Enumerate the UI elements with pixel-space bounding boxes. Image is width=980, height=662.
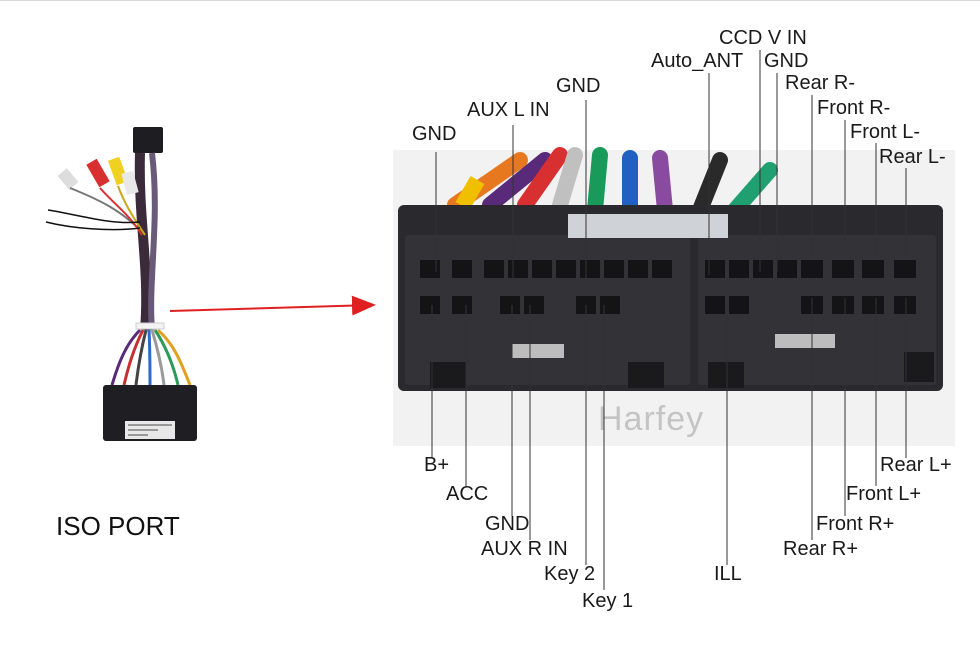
pin-label-front-r-plus: Front R+	[816, 513, 895, 535]
harness-photo-left	[45, 127, 197, 441]
pin-label-rear-r-minus: Rear R-	[785, 72, 856, 94]
pin-label-aux-l-in: AUX L IN	[467, 99, 550, 121]
pin-label-front-r-minus: Front R-	[817, 97, 891, 119]
pin-label-rear-r-plus: Rear R+	[783, 538, 859, 560]
pin-label-aux-r-in: AUX R IN	[481, 538, 568, 560]
pin-label-rear-l-minus: Rear L-	[879, 146, 946, 168]
pin-label-key-1: Key 1	[582, 590, 634, 612]
pin-label-auto-ant: Auto_ANT	[651, 50, 744, 72]
pin-label-front-l-plus: Front L+	[846, 483, 922, 505]
pin-label-front-l-minus: Front L-	[850, 121, 921, 143]
pin-label-gnd-3: GND	[764, 50, 809, 72]
iso-port-label: ISO PORT	[56, 511, 180, 541]
leader-lines-top	[435, 50, 907, 285]
leader-lines-bottom	[431, 298, 907, 590]
pin-label-key-2: Key 2	[544, 563, 596, 585]
top-divider	[0, 0, 980, 1]
pin-label-gnd-2: GND	[556, 75, 601, 97]
pin-label-rear-l-plus: Rear L+	[880, 454, 952, 476]
pin-label-ccd-v-in: CCD V IN	[719, 27, 807, 49]
pin-label-b-plus: B+	[424, 454, 450, 476]
pin-label-gnd-4: GND	[485, 513, 530, 535]
pin-label-gnd-1: GND	[412, 123, 457, 145]
arrow	[169, 295, 376, 316]
connector-photo	[393, 147, 955, 446]
watermark: Harfey	[598, 400, 704, 438]
pin-label-acc: ACC	[446, 483, 489, 505]
rca-plugs	[57, 156, 146, 236]
pin-label-ill: ILL	[714, 563, 742, 585]
